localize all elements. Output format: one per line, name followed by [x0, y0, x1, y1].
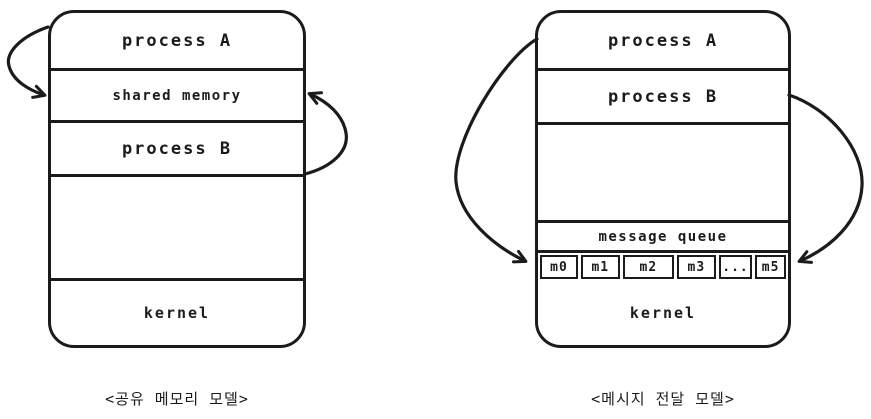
row-process-a: process A	[607, 30, 719, 51]
curved-arrow-process-b-to-message-queue-icon	[787, 93, 864, 264]
row-kernel: kernel	[51, 278, 303, 345]
queue-cell-m1: m1	[580, 255, 620, 279]
shared-memory-model-box: process A shared memory process B kernel	[48, 10, 306, 348]
message-queue-cells: m0 m1 m2 m3 ... m5	[538, 250, 788, 281]
curved-arrow-process-a-to-shared-memory-icon	[6, 25, 50, 99]
queue-cell-m0: m0	[540, 255, 578, 279]
row-kernel: kernel	[629, 304, 697, 322]
row-shared-memory: shared memory	[51, 68, 303, 120]
message-passing-model-box: process A process B message queue m0 m1 …	[535, 10, 791, 348]
row-empty	[538, 122, 788, 220]
row-empty	[51, 174, 303, 278]
row-process-b: process B	[51, 120, 303, 174]
row-process-a: process A	[121, 30, 233, 51]
queue-cell-ellipsis: ...	[718, 255, 753, 279]
caption-shared-memory-model: <공유 메모리 모델>	[105, 390, 249, 408]
queue-cell-m5: m5	[755, 255, 786, 279]
caption-message-passing-model: <메시지 전달 모델>	[591, 390, 735, 408]
row-process-b: process B	[538, 68, 788, 122]
queue-cell-m3: m3	[676, 255, 716, 279]
queue-cell-m2: m2	[622, 255, 674, 279]
curved-arrow-process-a-to-message-queue-icon	[454, 37, 539, 264]
curved-arrow-process-b-to-shared-memory-icon	[303, 91, 348, 176]
row-message-queue: message queue	[538, 220, 788, 250]
